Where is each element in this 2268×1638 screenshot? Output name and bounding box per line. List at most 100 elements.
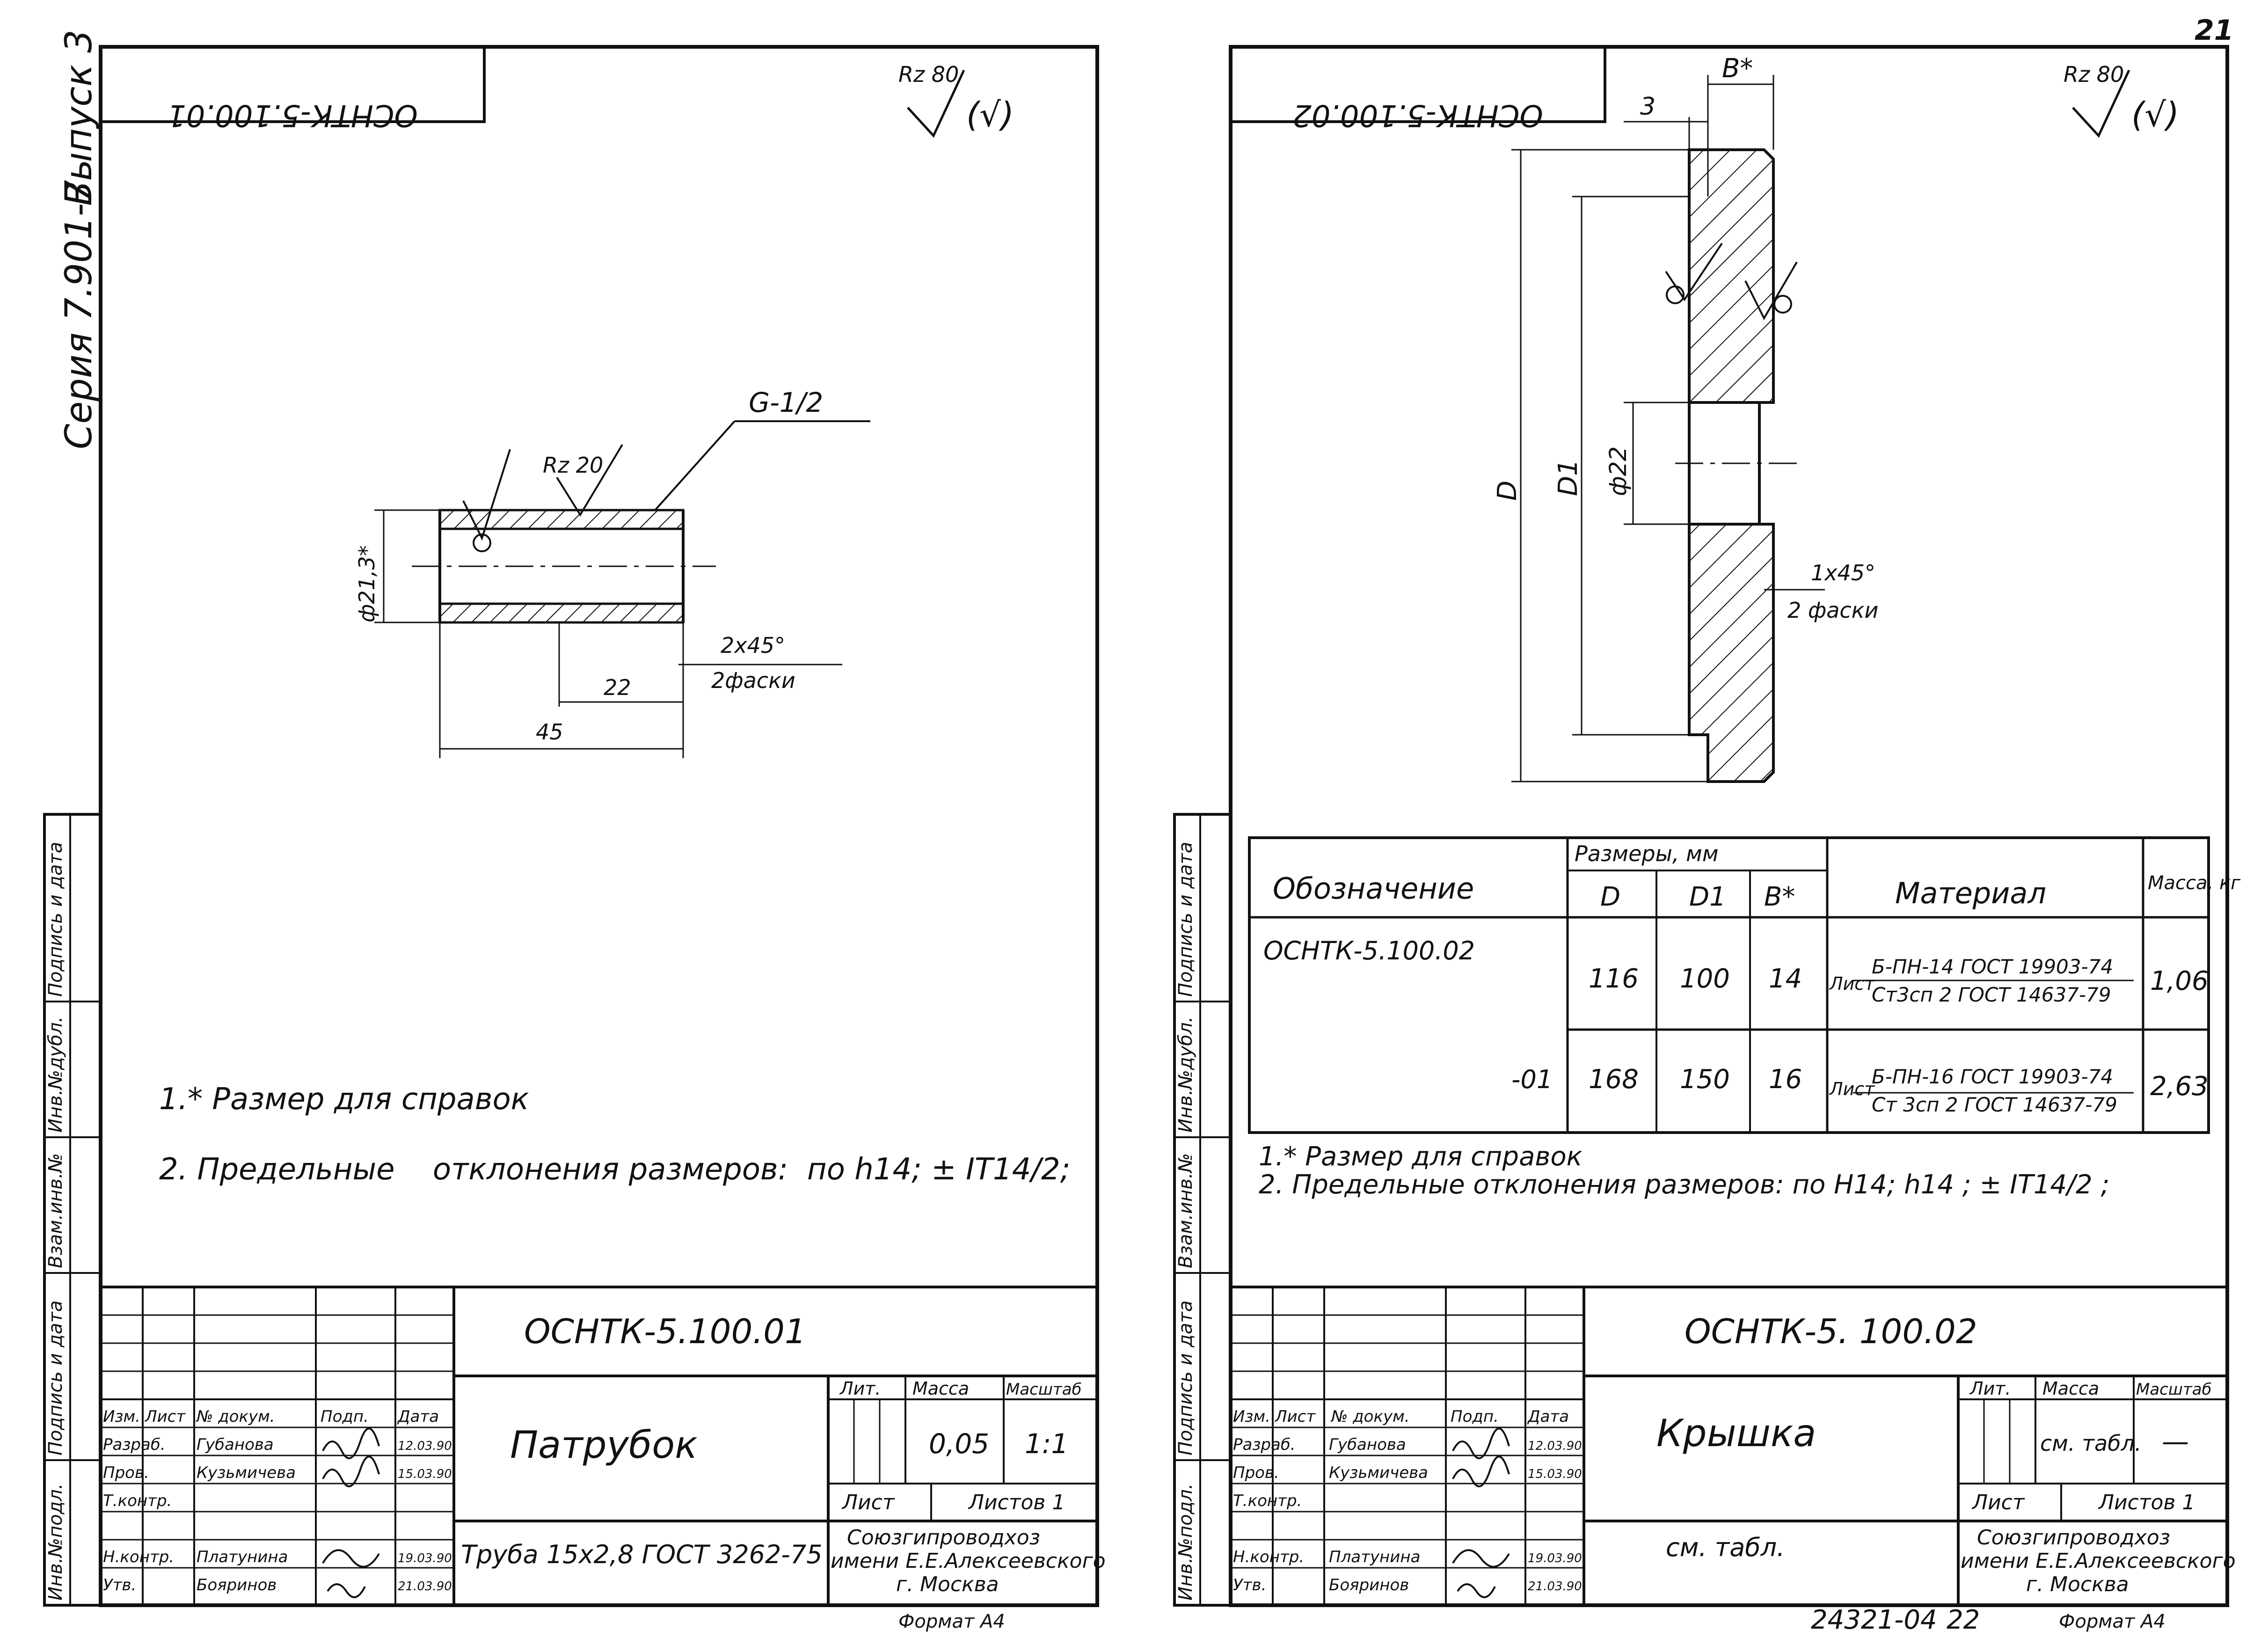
right-margin-field-inv-podl: Инв.№подл. — [1175, 1483, 1196, 1601]
archive-page: 22 — [1947, 1605, 1980, 1635]
svg-text:Масса: Масса — [2042, 1378, 2099, 1399]
svg-text:ОСНТК-5.100.02: ОСНТК-5.100.02 — [1263, 936, 1475, 965]
left-roughness-symbol: Rz 80 (√) — [898, 62, 1014, 138]
margin-field-vzam-inv: Взам.инв.№ — [45, 1153, 66, 1268]
archive-number: 24321-04 — [1811, 1605, 1937, 1635]
svg-text:В*: В* — [1722, 53, 1753, 84]
left-material: Труба 15х2,8 ГОСТ 3262-75 — [461, 1540, 823, 1569]
left-format: Формат А4 — [898, 1611, 1005, 1632]
svg-text:21.03.90: 21.03.90 — [398, 1580, 452, 1594]
right-material: см. табл. — [1666, 1533, 1785, 1562]
svg-text:21.03.90: 21.03.90 — [1528, 1580, 1582, 1594]
svg-text:3: 3 — [1640, 93, 1655, 121]
svg-text:15.03.90: 15.03.90 — [398, 1467, 452, 1481]
svg-text:Разраб.: Разраб. — [103, 1435, 166, 1454]
margin-field-inv-dubl: Инв.№дубл. — [45, 1016, 66, 1133]
left-note-1: 1.* Размер для справок — [159, 1082, 529, 1117]
left-title-block: Изм. Лист № докум. Подп. Дата Разраб. Гу… — [99, 1286, 1106, 1607]
svg-text:Кузьмичева: Кузьмичева — [197, 1463, 296, 1482]
svg-text:(√): (√) — [966, 95, 1014, 134]
svg-text:(√): (√) — [2131, 95, 2179, 134]
svg-text:Н.контр.: Н.контр. — [103, 1548, 174, 1566]
left-designation: ОСНТК-5.100.01 — [524, 1312, 806, 1351]
svg-text:16: 16 — [1769, 1064, 1802, 1095]
svg-text:см. табл.: см. табл. — [2040, 1431, 2142, 1456]
svg-text:—: — — [2162, 1426, 2189, 1457]
svg-text:ф21,3*: ф21,3* — [354, 545, 379, 622]
svg-text:12.03.90: 12.03.90 — [398, 1439, 452, 1453]
svg-text:г. Москва: г. Москва — [896, 1572, 999, 1596]
cover-drawing: В* 3 D D1 ф22 1х45° 2 фаски — [1492, 53, 1878, 783]
svg-text:-01: -01 — [1511, 1065, 1553, 1094]
svg-text:Ст3сп 2 ГОСТ 14637-79: Ст3сп 2 ГОСТ 14637-79 — [1872, 983, 2111, 1006]
svg-text:Лит.: Лит. — [1969, 1378, 2011, 1399]
right-margin-field-vzam-inv: Взам.инв.№ — [1175, 1153, 1196, 1268]
svg-text:Листов 1: Листов 1 — [968, 1491, 1065, 1514]
svg-text:Масштаб: Масштаб — [1006, 1380, 1082, 1399]
svg-text:Платунина: Платунина — [197, 1548, 288, 1566]
svg-text:D1: D1 — [1689, 882, 1726, 912]
svg-text:Масса, кг: Масса, кг — [2148, 872, 2241, 894]
svg-text:Б-ПН-14 ГОСТ 19903-74: Б-ПН-14 ГОСТ 19903-74 — [1872, 955, 2113, 978]
svg-text:Лист: Лист — [1829, 973, 1875, 994]
svg-text:Ст 3сп 2 ГОСТ 14637-79: Ст 3сп 2 ГОСТ 14637-79 — [1872, 1093, 2117, 1116]
svg-text:Лист: Лист — [1274, 1407, 1316, 1426]
svg-text:Губанова: Губанова — [197, 1435, 274, 1454]
svg-text:Лист: Лист — [1971, 1491, 2025, 1514]
svg-text:Масса: Масса — [912, 1378, 969, 1399]
svg-text:D: D — [1600, 882, 1620, 912]
svg-text:1:1: 1:1 — [1025, 1428, 1068, 1460]
svg-text:Т.контр.: Т.контр. — [103, 1492, 172, 1510]
svg-text:Бояринов: Бояринов — [1329, 1576, 1409, 1594]
right-margin-field-podpis-2: Подпись и дата — [1175, 842, 1196, 997]
svg-text:Дата: Дата — [1527, 1407, 1569, 1426]
svg-text:Лист: Лист — [841, 1491, 895, 1514]
right-title-block: Изм. Лист № докум. Подп. Дата Разраб. Гу… — [1229, 1286, 2236, 1607]
svg-text:В*: В* — [1764, 882, 1795, 912]
right-margin-field-inv-dubl: Инв.№дубл. — [1175, 1016, 1196, 1133]
right-margin-field-podpis-1: Подпись и дата — [1175, 1301, 1196, 1455]
right-format: Формат А4 — [2059, 1611, 2166, 1632]
svg-text:Масштаб: Масштаб — [2136, 1380, 2212, 1399]
svg-text:Размеры, мм: Размеры, мм — [1575, 841, 1719, 866]
right-part-name: Крышка — [1656, 1411, 1816, 1455]
right-designation: ОСНТК-5. 100.02 — [1685, 1312, 1977, 1351]
svg-text:D1: D1 — [1553, 459, 1583, 496]
svg-text:168: 168 — [1589, 1064, 1639, 1095]
svg-text:2 фаски: 2 фаски — [1787, 598, 1878, 623]
svg-text:имени Е.Е.Алексеевского: имени Е.Е.Алексеевского — [1961, 1549, 2236, 1573]
svg-text:Платунина: Платунина — [1329, 1548, 1420, 1566]
svg-text:Разраб.: Разраб. — [1233, 1435, 1296, 1454]
svg-text:D: D — [1492, 481, 1523, 501]
svg-text:Rz 80: Rz 80 — [2064, 62, 2124, 87]
svg-text:Б-ПН-16 ГОСТ 19903-74: Б-ПН-16 ГОСТ 19903-74 — [1872, 1065, 2113, 1088]
svg-text:Союзгипроводхоз: Союзгипроводхоз — [1977, 1526, 2170, 1550]
svg-text:№ докум.: № докум. — [196, 1407, 275, 1426]
dimensions-table: Размеры, мм Обозначение D D1 В* Материал… — [1248, 836, 2241, 1134]
svg-text:Подп.: Подп. — [321, 1407, 369, 1426]
svg-text:Материал: Материал — [1895, 876, 2046, 910]
svg-text:Утв.: Утв. — [103, 1576, 136, 1594]
svg-text:Кузьмичева: Кузьмичева — [1329, 1463, 1428, 1482]
margin-field-podpis-2: Подпись и дата — [45, 842, 66, 997]
svg-text:Пров.: Пров. — [1233, 1463, 1279, 1482]
svg-text:G-1/2: G-1/2 — [749, 387, 823, 418]
page-number: 21 — [2195, 14, 2234, 47]
svg-text:г. Москва: г. Москва — [2026, 1572, 2129, 1596]
svg-text:2х45°: 2х45° — [721, 633, 785, 658]
svg-text:Листов 1: Листов 1 — [2098, 1491, 2195, 1514]
svg-text:Утв.: Утв. — [1233, 1576, 1266, 1594]
svg-text:0,05: 0,05 — [929, 1428, 989, 1460]
issue-label: Выпуск 3 — [58, 29, 100, 206]
svg-text:№ докум.: № докум. — [1330, 1407, 1410, 1426]
svg-text:Подп.: Подп. — [1451, 1407, 1499, 1426]
series-label: Серия 7.901-7 — [58, 180, 100, 449]
svg-text:Союзгипроводхоз: Союзгипроводхоз — [847, 1526, 1040, 1550]
svg-text:2фаски: 2фаски — [711, 668, 795, 693]
right-roughness-symbol: Rz 80 (√) — [2064, 62, 2179, 138]
margin-field-inv-podl: Инв.№подл. — [45, 1483, 66, 1601]
right-note-1: 1.* Размер для справок — [1259, 1141, 1582, 1172]
svg-text:ф22: ф22 — [1604, 446, 1632, 496]
svg-text:Т.контр.: Т.контр. — [1233, 1492, 1302, 1510]
